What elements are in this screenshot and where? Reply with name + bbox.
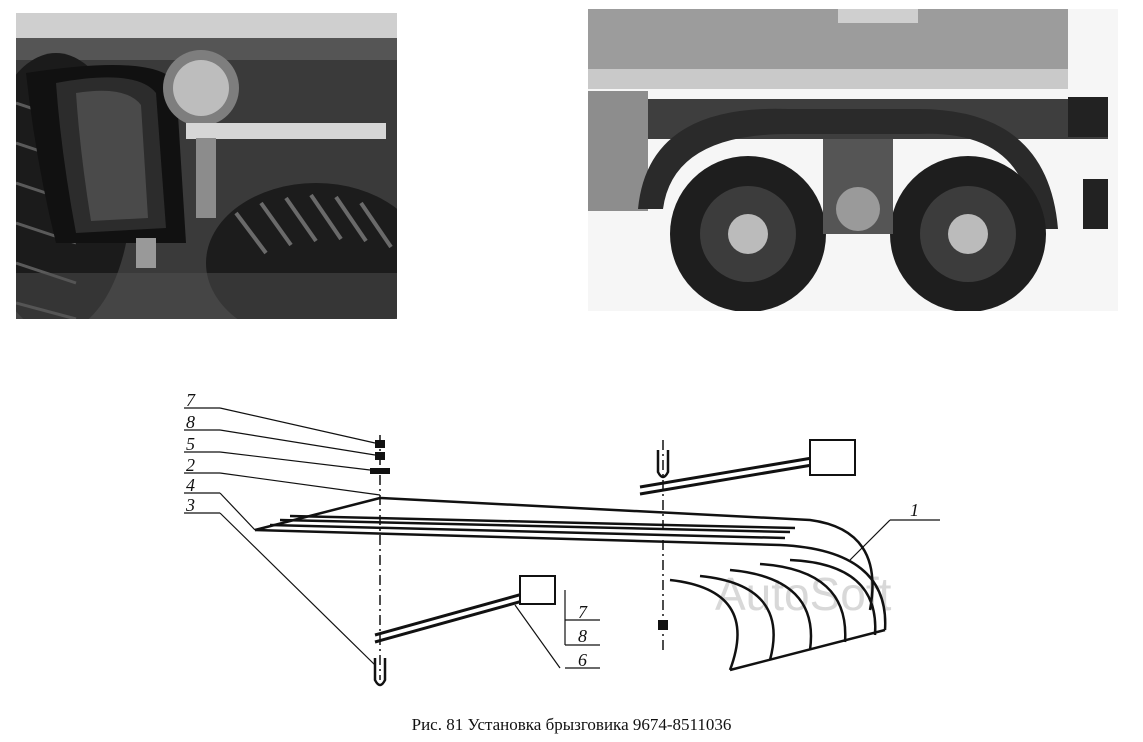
callout-label: 5	[186, 434, 195, 454]
mudflap-assembly-diagram: AutoSoft	[184, 390, 940, 687]
callout-label: 8	[578, 626, 587, 646]
callout-label: 8	[186, 412, 195, 432]
callout-label: 7	[578, 602, 588, 622]
left-bracket-rod	[374, 575, 556, 644]
photo-tandem-axle-image	[588, 9, 1118, 311]
u-bolt-right	[656, 450, 670, 479]
callout-label: 4	[186, 475, 195, 495]
photo-mudflap-closeup	[16, 13, 397, 319]
right-bracket-rod	[639, 439, 856, 496]
mudflap-part	[254, 496, 887, 672]
figure-caption: Рис. 81 Установка брызговика 9674-851103…	[411, 715, 732, 734]
callout-label: 3	[185, 495, 195, 515]
callouts-bottom: 7 8 6	[578, 602, 588, 670]
callout-label: 2	[186, 455, 195, 475]
callout-label: 1	[910, 500, 919, 520]
callouts-left: 7 8 5 2 4 3	[185, 390, 196, 515]
photo-tandem-axle	[588, 9, 1118, 311]
callout-label: 6	[578, 650, 587, 670]
callout-leaders	[184, 407, 940, 669]
u-bolt-left	[373, 658, 387, 687]
photo-mudflap-closeup-image	[16, 13, 397, 319]
watermark-text: AutoSoft	[715, 568, 892, 620]
callout-label: 7	[186, 390, 196, 410]
